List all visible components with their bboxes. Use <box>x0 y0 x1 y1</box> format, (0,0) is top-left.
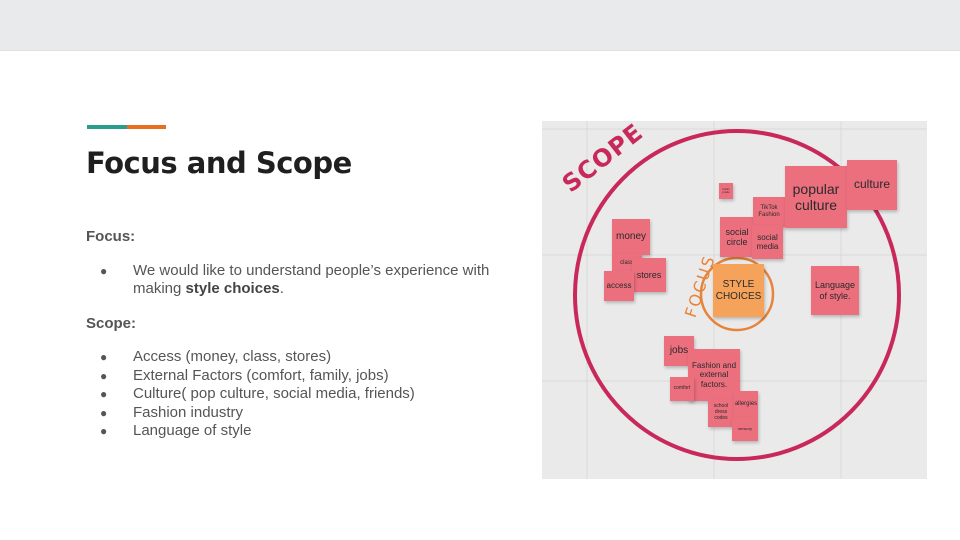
sticky-note-fashion-external: Fashion and external factors. <box>688 349 740 401</box>
sticky-note-culture: culture <box>847 160 897 210</box>
sticky-note-school-dress-codes: school dress codes <box>708 399 734 427</box>
scope-heading: Scope: <box>86 314 137 332</box>
scope-item-text: External Factors (comfort, family, jobs) <box>133 366 389 384</box>
sticky-note-tiktok: TikTok Fashion <box>753 197 785 227</box>
sticky-note-money: money <box>612 219 650 255</box>
sticky-note-language-of-style: Language of style. <box>811 266 859 315</box>
sticky-note-access: access <box>604 271 634 301</box>
slide-title: Focus and Scope <box>86 146 352 180</box>
accent-bar-orange <box>127 125 166 129</box>
scope-item: ● Fashion industry <box>86 404 506 423</box>
sticky-note-sensory: sensory <box>732 417 758 441</box>
sticky-note-stores: stores <box>632 258 666 292</box>
whiteboard-image: SCOPE FOCUS money class stores access hu… <box>542 121 927 479</box>
bullet-icon: ● <box>100 368 108 383</box>
focus-text-prefix: We would like to understand people’s exp… <box>133 261 490 298</box>
sticky-note-social-circle: social circle <box>720 217 754 257</box>
bullet-icon: ● <box>100 424 108 438</box>
bullet-icon: ● <box>100 387 108 401</box>
focus-circle <box>699 256 775 332</box>
scope-item: ● Access (money, class, stores) <box>86 348 506 367</box>
scope-item: ● Language of style <box>86 422 506 441</box>
focus-list: ● We would like to understand people’s ex… <box>86 262 506 299</box>
sticky-note-allergies: allergies <box>734 391 758 417</box>
scope-item-text: Language of style <box>133 422 252 439</box>
scope-item: ● External Factors (comfort, family, jobs… <box>86 367 506 386</box>
sticky-note-small: hurtic prodo <box>719 183 733 199</box>
scope-item-text: Culture( pop culture, social media, frie… <box>133 385 415 402</box>
sticky-note-comfort: comfort <box>670 377 694 401</box>
bullet-icon: ● <box>100 263 108 278</box>
bullet-icon: ● <box>100 350 108 364</box>
scope-item: ● Culture( pop culture, social media, fri… <box>86 385 506 404</box>
focus-text-suffix: . <box>279 280 284 297</box>
scope-item-text: Fashion industry <box>133 403 244 421</box>
sticky-note-style-choices: STYLE CHOICES <box>713 264 764 317</box>
scope-list: ● Access (money, class, stores) ● External… <box>86 348 506 441</box>
focus-heading: Focus: <box>86 228 136 245</box>
bullet-icon: ● <box>100 405 108 420</box>
sticky-note-social-media: social media <box>752 225 783 259</box>
focus-text-bold: style choices <box>185 280 280 297</box>
focus-item: ● We would like to understand people’s ex… <box>86 262 506 299</box>
scope-item-text: Access (money, class, stores) <box>133 348 332 365</box>
sticky-note-popular-culture: popular culture <box>785 166 847 228</box>
scope-circle <box>573 129 901 461</box>
top-bar <box>0 0 960 51</box>
slide-content: Focus: ● We would like to understand peop… <box>86 228 506 457</box>
accent-bar-teal <box>87 125 127 129</box>
